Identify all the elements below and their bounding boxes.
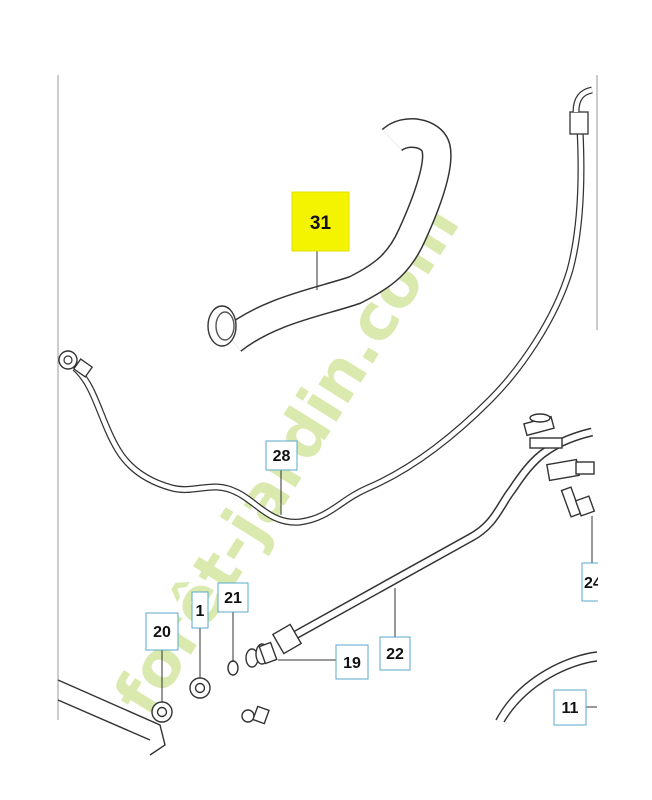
washer-part-20 <box>151 701 173 723</box>
callout-label-1: 1 <box>196 603 205 620</box>
callout-22: 22 <box>379 636 411 671</box>
callout-label-21: 21 <box>224 590 242 607</box>
leader-lines <box>161 251 597 708</box>
oring-part-21 <box>227 660 239 676</box>
callout-19: 19 <box>335 644 369 680</box>
callout-label-28: 28 <box>273 448 291 465</box>
callout-label-22: 22 <box>386 646 404 663</box>
callout-label-24: 24 <box>584 575 602 592</box>
callout-label-31: 31 <box>310 213 332 234</box>
plate-part-11 <box>495 651 598 723</box>
washer-part-1 <box>189 677 211 699</box>
fitting-part-19 <box>245 641 278 668</box>
frame-lines <box>57 75 598 720</box>
right-margin <box>598 0 652 800</box>
hose-part-31 <box>207 118 452 353</box>
tube-part-22 <box>271 427 594 655</box>
callout-28: 28 <box>265 440 298 471</box>
callout-1: 1 <box>191 591 209 629</box>
callout-label-20: 20 <box>153 624 171 641</box>
callout-label-11: 11 <box>562 700 579 717</box>
callout-11: 11 <box>553 689 587 726</box>
callout-20: 20 <box>145 612 179 651</box>
callout-label-19: 19 <box>343 655 361 672</box>
callout-31: 31 <box>291 191 350 252</box>
tube-part-28 <box>58 86 593 526</box>
clamp-assembly <box>523 413 596 518</box>
callouts: 31 28 21 1 20 19 22 24 <box>145 191 613 726</box>
base-plate <box>57 679 270 756</box>
callout-21: 21 <box>217 582 249 613</box>
